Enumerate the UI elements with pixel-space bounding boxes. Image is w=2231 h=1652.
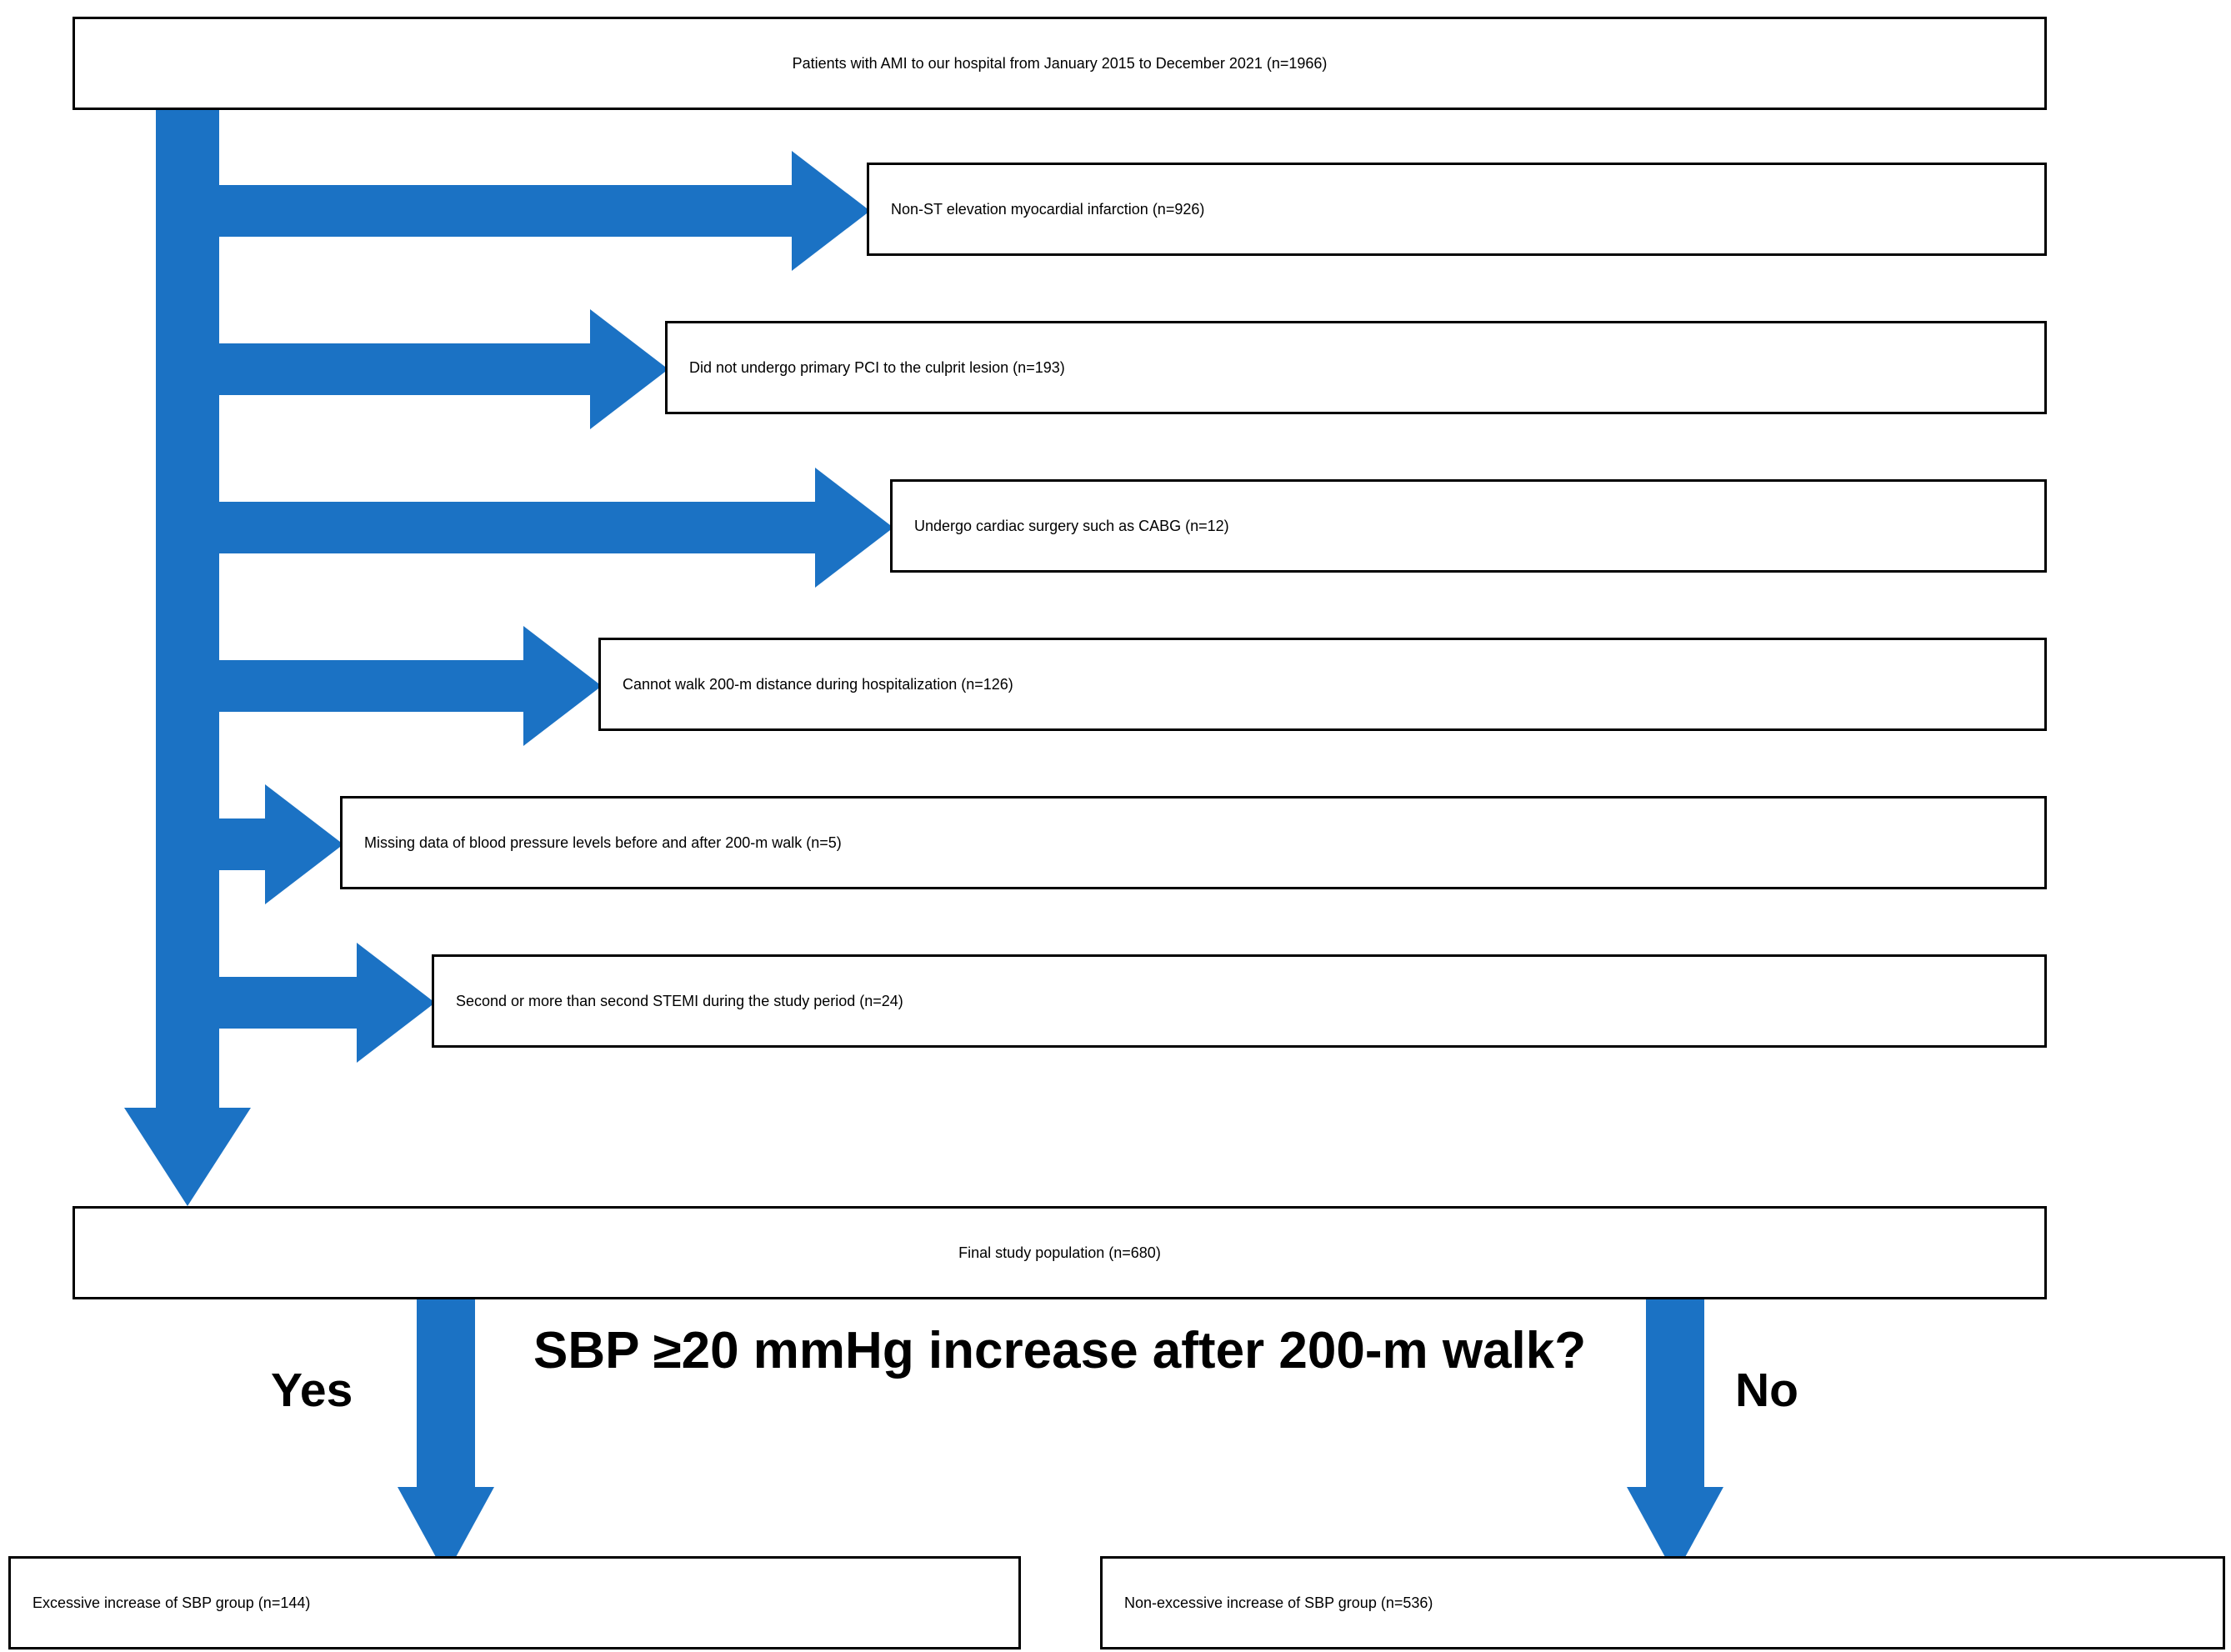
main-trunk-arrowhead-down-icon <box>124 1108 251 1206</box>
exclusion-box-2: Did not undergo primary PCI to the culpr… <box>665 321 2047 414</box>
outcome-box-non-excessive-sbp: Non-excessive increase of SBP group (n=5… <box>1100 1556 2225 1649</box>
exclusion-connector-shaft-2 <box>219 343 593 395</box>
exclusion-connector-shaft-5 <box>219 818 268 870</box>
exclusion-box-4: Cannot walk 200-m distance during hospit… <box>598 638 2047 731</box>
exclusion-connector-shaft-4 <box>219 660 526 712</box>
exclusion-box-1: Non-ST elevation myocardial infarction (… <box>867 163 2047 256</box>
exclusion-arrowhead-right-icon-6 <box>357 943 435 1063</box>
exclusion-arrowhead-right-icon-4 <box>523 626 602 746</box>
yes-branch-shaft <box>417 1299 475 1506</box>
decision-question-label: SBP ≥20 mmHg increase after 200-m walk? <box>533 1322 1587 1379</box>
exclusion-arrowhead-right-icon-2 <box>590 309 668 429</box>
exclusion-arrowhead-right-icon-3 <box>815 468 893 588</box>
exclusion-arrowhead-right-icon-1 <box>792 151 870 271</box>
no-branch-shaft <box>1646 1299 1704 1506</box>
main-trunk-shaft <box>156 110 219 1129</box>
exclusion-arrowhead-right-icon-5 <box>265 784 343 904</box>
exclusion-box-5: Missing data of blood pressure levels be… <box>340 796 2047 889</box>
outcome-box-excessive-sbp: Excessive increase of SBP group (n=144) <box>8 1556 1021 1649</box>
yes-branch-label: Yes <box>271 1364 353 1417</box>
no-branch-label: No <box>1735 1364 1798 1417</box>
source-population-box: Patients with AMI to our hospital from J… <box>73 17 2047 110</box>
exclusion-box-6: Second or more than second STEMI during … <box>432 954 2047 1048</box>
exclusion-connector-shaft-1 <box>219 185 794 237</box>
exclusion-box-3: Undergo cardiac surgery such as CABG (n=… <box>890 479 2047 573</box>
exclusion-connector-shaft-3 <box>219 502 818 553</box>
exclusion-connector-shaft-6 <box>219 977 359 1029</box>
final-population-box: Final study population (n=680) <box>73 1206 2047 1299</box>
